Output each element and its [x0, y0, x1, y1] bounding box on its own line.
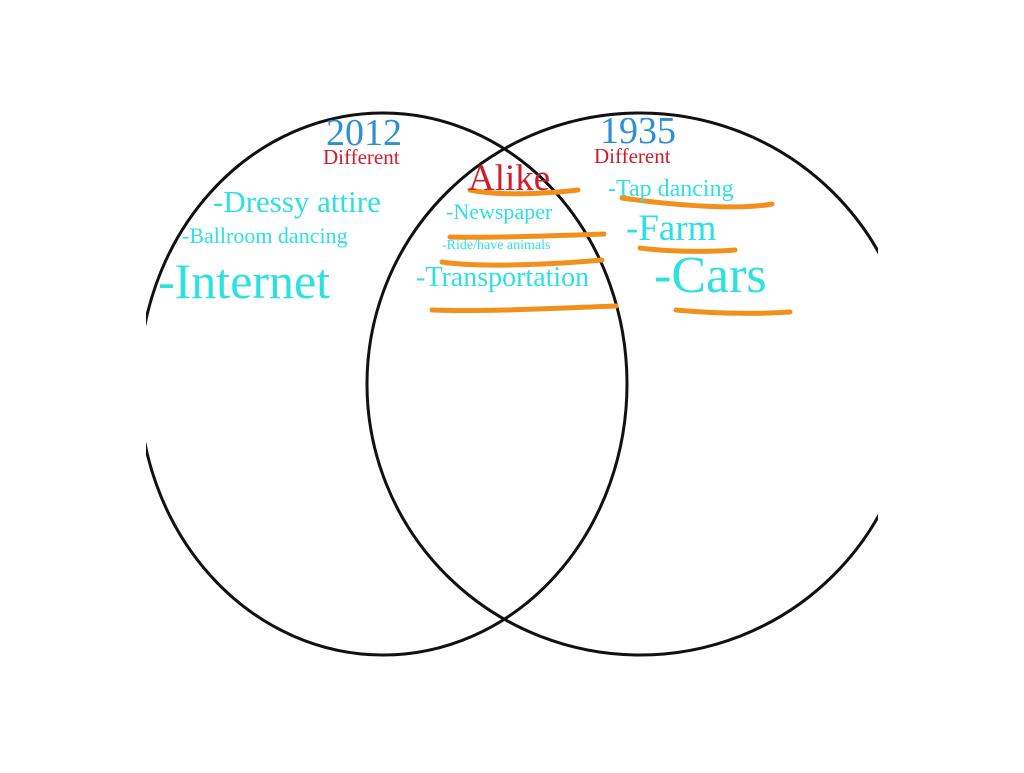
underline-tap-dancing	[619, 195, 775, 210]
left-year-label: 2012	[326, 112, 402, 154]
underline-transportation	[429, 303, 619, 314]
overlap-alike-heading: Alike	[468, 158, 551, 199]
overlap-item-transportation: -Transportation	[416, 262, 590, 293]
left-item-ballroom-dancing: -Ballroom dancing	[182, 223, 348, 248]
underline-farm	[637, 245, 738, 254]
underline-newspaper	[447, 231, 607, 240]
underline-ride-animals	[439, 257, 605, 268]
overlap-item-newspaper: -Newspaper	[446, 199, 553, 224]
left-circle	[146, 111, 629, 657]
left-different-heading: Different	[323, 145, 400, 169]
underline-alike	[467, 187, 581, 197]
left-item-dressy-attire: -Dressy attire	[213, 184, 381, 219]
right-item-cars: -Cars	[654, 247, 767, 304]
right-circle	[365, 111, 878, 657]
right-item-farm: -Farm	[626, 208, 717, 249]
right-item-tap-dancing: -Tap dancing	[608, 176, 734, 202]
right-year-label: 1935	[600, 110, 676, 152]
overlap-item-ride-animals: -Ride/have animals	[442, 238, 551, 253]
right-different-heading: Different	[594, 144, 671, 168]
left-item-internet: -Internet	[158, 253, 331, 309]
underline-cars	[673, 307, 793, 316]
